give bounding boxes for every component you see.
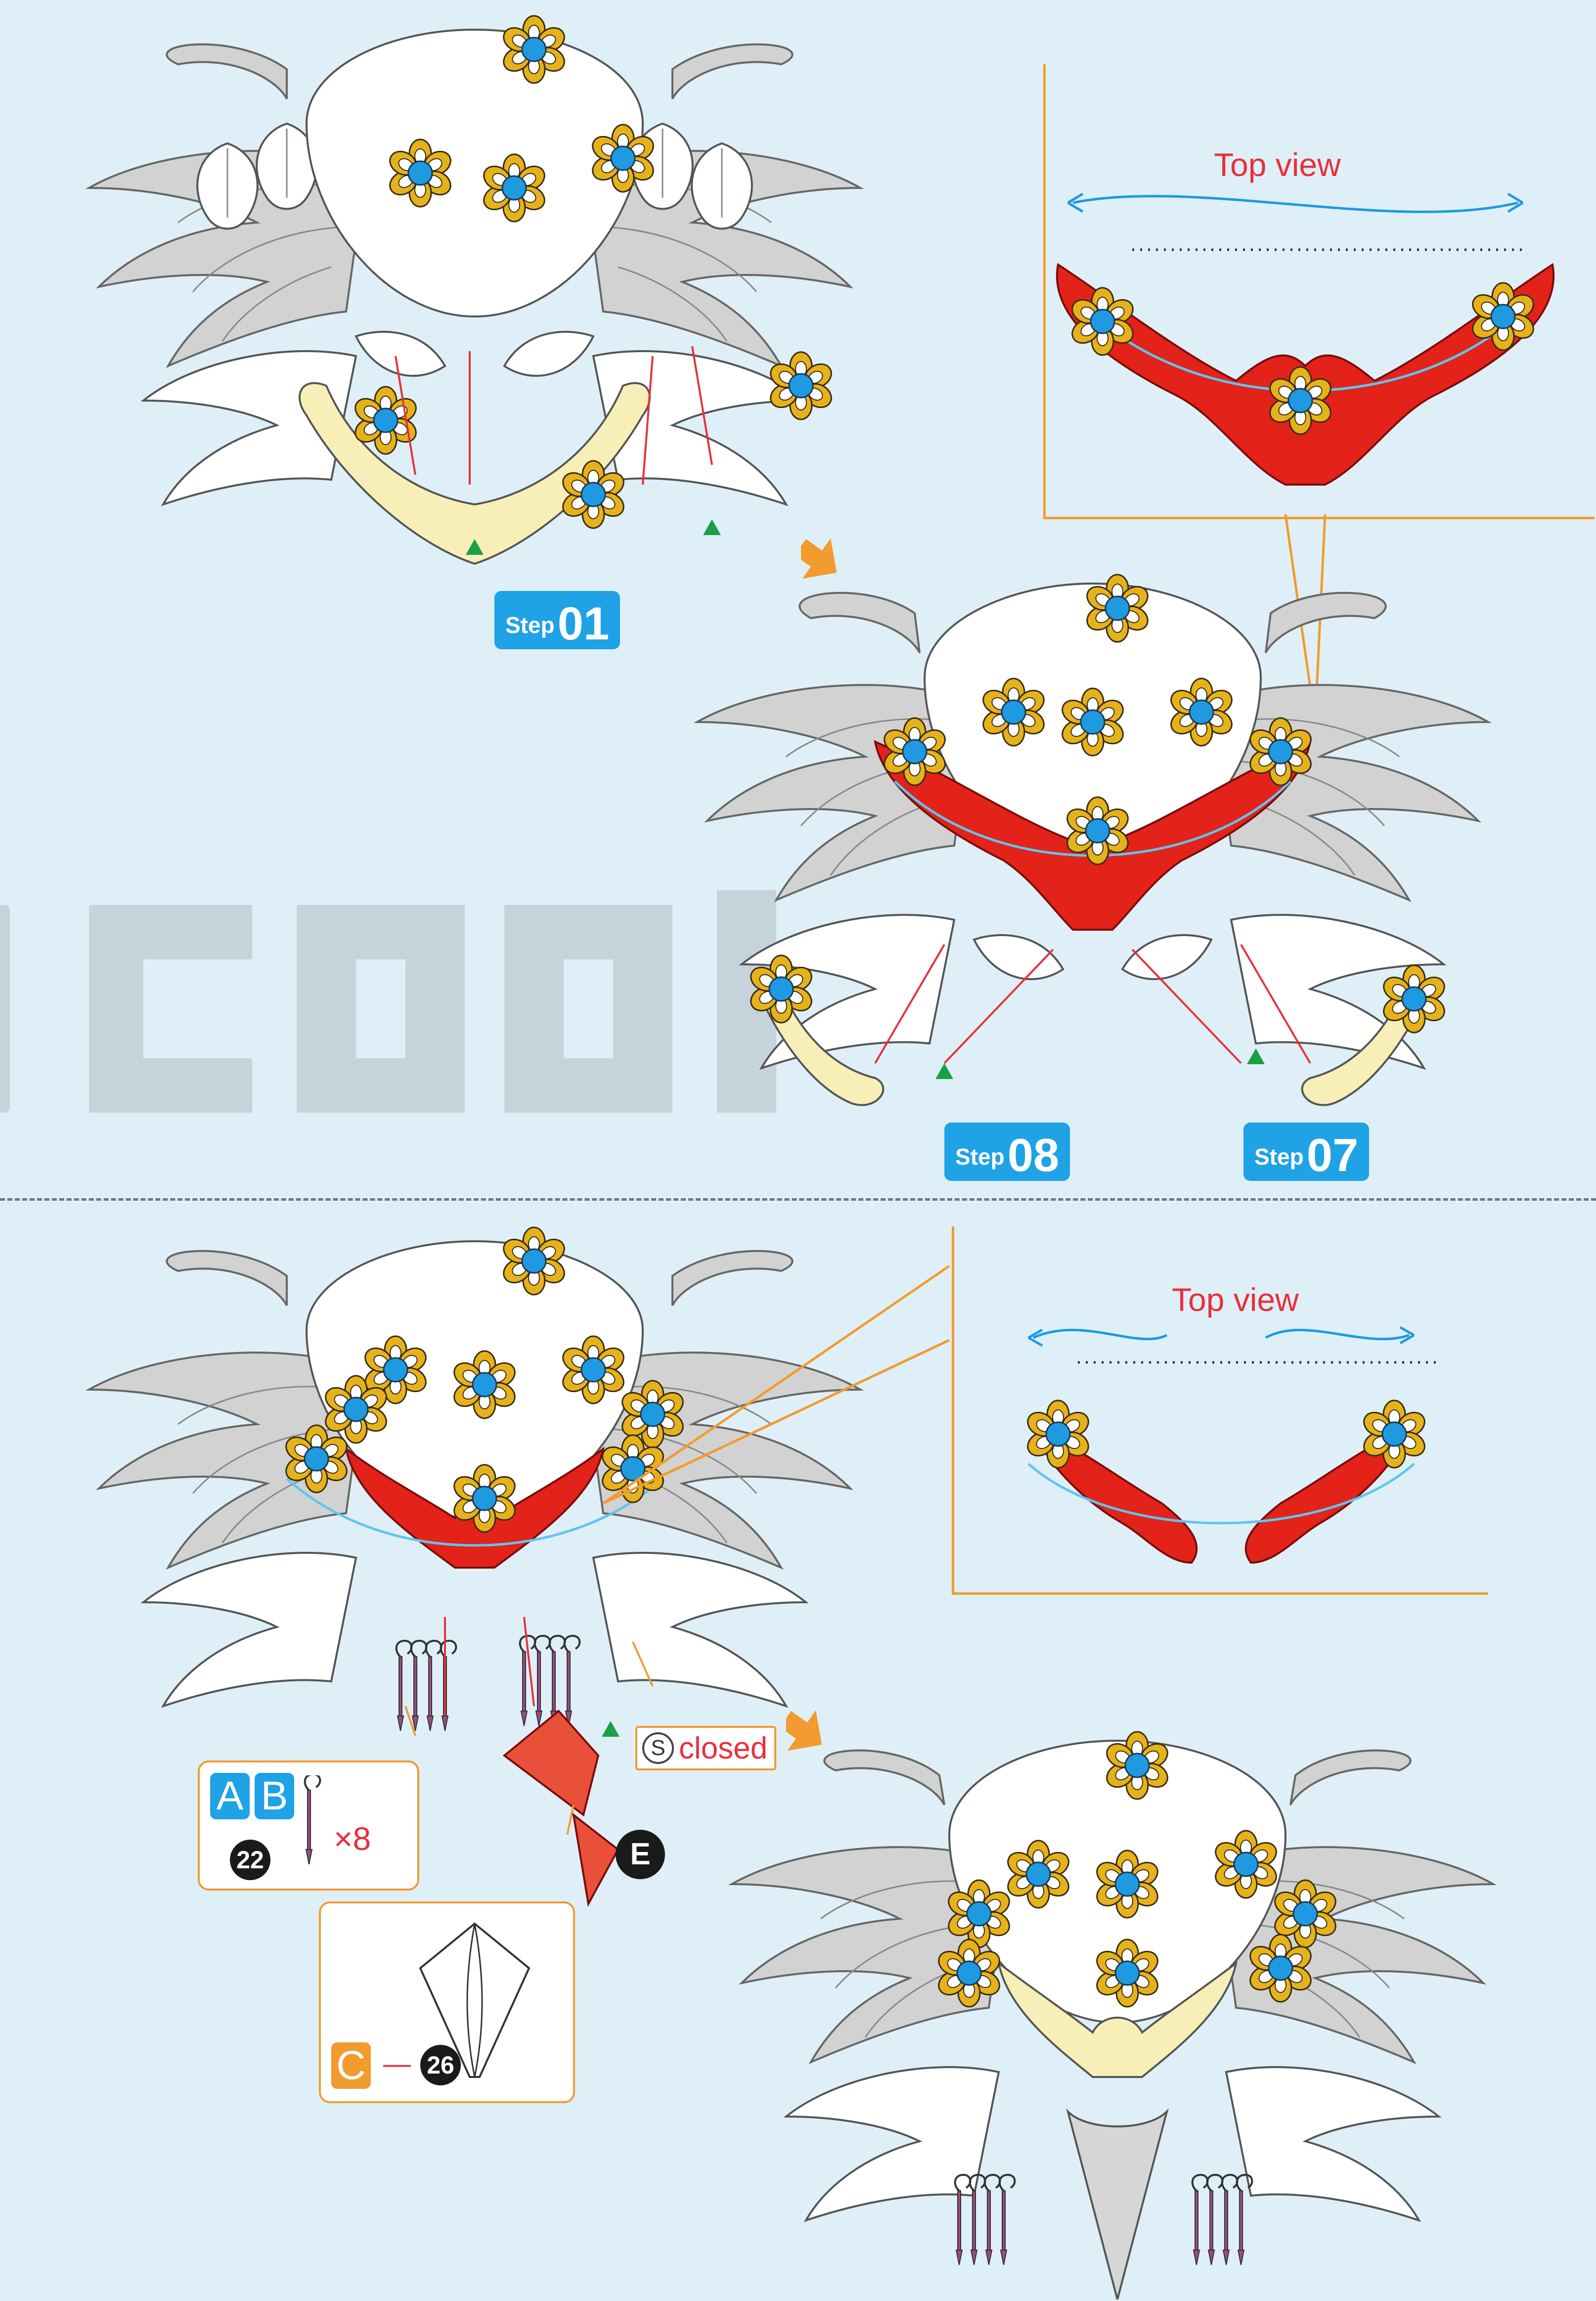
part-number-22: 22 [230, 1840, 270, 1880]
top-view-diagram-1 [1048, 188, 1592, 495]
section-divider [0, 1198, 1596, 1201]
step-word: Step [1254, 1143, 1304, 1181]
part-c-dash: — [383, 2047, 411, 2079]
step-number: 07 [1307, 1129, 1359, 1181]
step-word: Step [955, 1143, 1005, 1181]
part-b-box: B [255, 1773, 294, 1819]
top-view-label-2: Top view [1172, 1281, 1299, 1318]
pin-multiplier: ×8 [334, 1820, 371, 1857]
step-07-08-mask-diagram [598, 564, 1587, 1147]
step-number: 08 [1008, 1129, 1060, 1181]
part-number-26: 26 [420, 2045, 461, 2085]
callout-pointer-2 [593, 1256, 959, 1513]
step-word: Step [505, 612, 555, 649]
pin-part-icon [297, 1775, 321, 1864]
finished-mask-diagram [633, 1716, 1592, 2300]
top-view-label-1: Top view [1214, 146, 1341, 183]
step-08-badge: Step 08 [944, 1123, 1070, 1181]
part-a-box: A [210, 1773, 250, 1819]
part-c-box: C [331, 2042, 371, 2089]
top-view-diagram-2 [959, 1315, 1483, 1573]
step-07-badge: Step 07 [1243, 1123, 1369, 1181]
